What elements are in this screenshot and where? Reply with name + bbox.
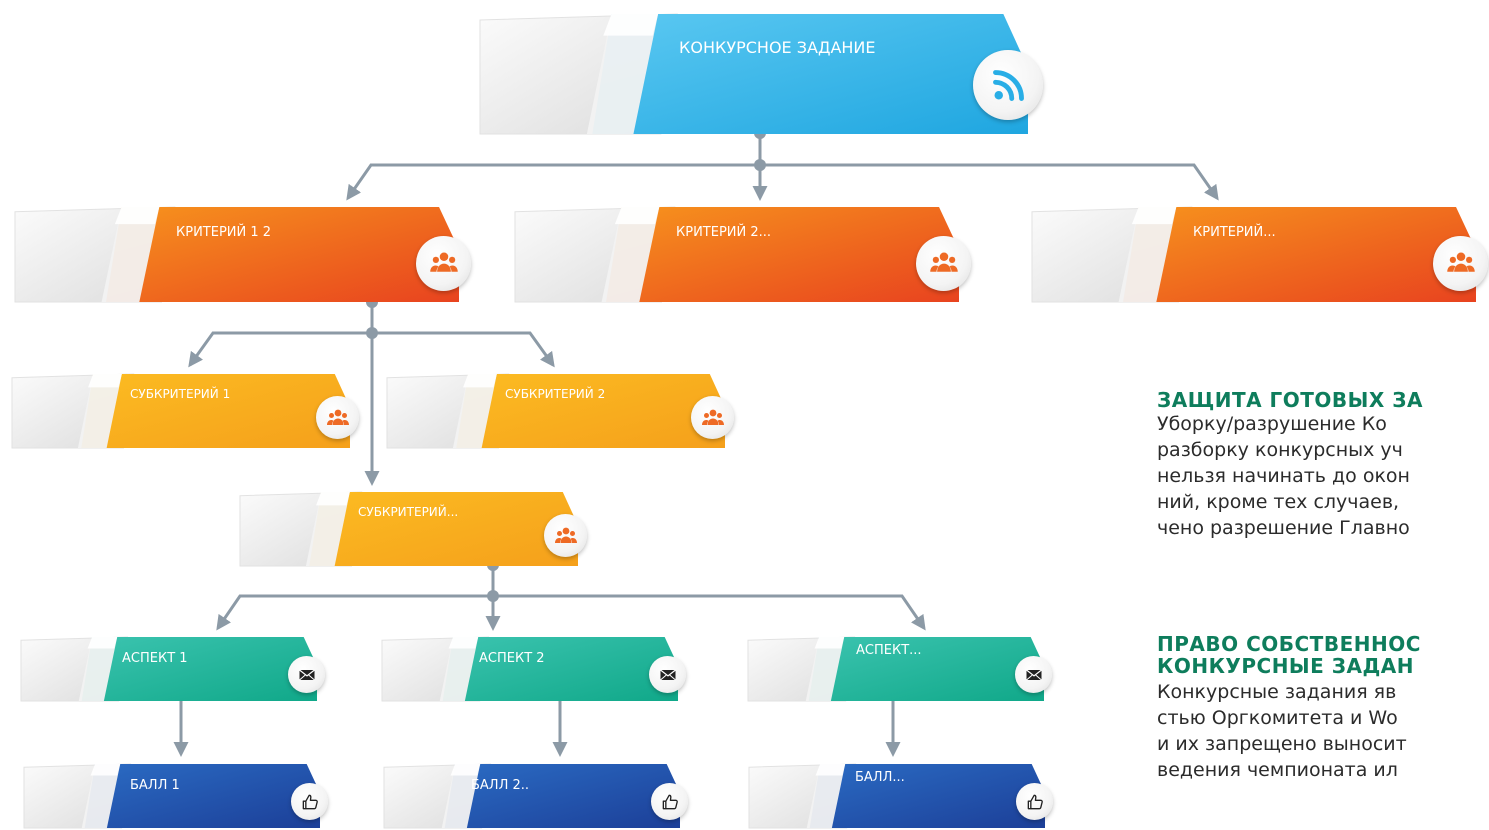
- node-label: КОНКУРСНОЕ ЗАДАНИЕ: [679, 38, 876, 57]
- section-line: и их запрещено выносит: [1157, 733, 1407, 755]
- people-icon: [1446, 248, 1476, 278]
- node-label: АСПЕКТ 1: [122, 651, 188, 666]
- section-line: разборку конкурсных уч: [1157, 439, 1403, 461]
- node-label: АСПЕКТ...: [856, 643, 922, 658]
- people-icon: [326, 406, 350, 430]
- node-badge: [1433, 235, 1489, 291]
- node-badge: [416, 235, 472, 291]
- people-icon: [554, 524, 578, 548]
- envelope-icon: [297, 665, 317, 685]
- section-line: Конкурсные задания яв: [1157, 681, 1397, 703]
- node-badge: [1015, 656, 1053, 694]
- node-shape: [747, 636, 1044, 702]
- people-icon: [929, 248, 959, 278]
- node-sub2: СУБКРИТЕРИЙ 2: [386, 373, 735, 449]
- node-shape: [383, 763, 680, 829]
- envelope-icon: [658, 665, 678, 685]
- node-ball3: БАЛЛ...: [748, 763, 1054, 829]
- node-asp3: АСПЕКТ...: [747, 636, 1053, 702]
- node-badge: [916, 235, 972, 291]
- rss-icon: [989, 66, 1028, 105]
- node-asp1: АСПЕКТ 1: [20, 636, 326, 702]
- node-shape: [23, 763, 321, 829]
- node-label: КРИТЕРИЙ 2...: [676, 225, 772, 240]
- people-icon: [429, 248, 459, 278]
- node-crit1: КРИТЕРИЙ 1 2: [14, 206, 472, 303]
- node-badge: [1016, 783, 1054, 821]
- node-label: КРИТЕРИЙ...: [1193, 225, 1276, 240]
- section-line: Уборку/разрушение Ко: [1157, 413, 1387, 435]
- node-badge: [649, 656, 687, 694]
- node-badge: [316, 396, 360, 440]
- node-label: АСПЕКТ 2: [479, 651, 545, 666]
- node-label: КРИТЕРИЙ 1 2: [176, 225, 272, 240]
- envelope-icon: [1024, 665, 1044, 685]
- node-shape: [20, 636, 318, 702]
- thumbs-up-icon: [300, 792, 320, 812]
- side-section-protection: ЗАЩИТА ГОТОВЫХ ЗА Уборку/разрушение Ко р…: [1157, 389, 1489, 541]
- side-section-ownership: ПРАВО СОБСТВЕННОС КОНКУРСНЫЕ ЗАДАН Конку…: [1157, 633, 1489, 783]
- section-line: нельзя начинать до окон: [1157, 465, 1410, 487]
- node-shape: [386, 373, 725, 449]
- section-title: КОНКУРСНЫЕ ЗАДАН: [1157, 654, 1414, 678]
- node-badge: [651, 783, 689, 821]
- section-title: ПРАВО СОБСТВЕННОС: [1157, 633, 1421, 656]
- node-shape: [479, 13, 1028, 135]
- node-root: КОНКУРСНОЕ ЗАДАНИЕ: [479, 13, 1044, 135]
- section-line: ведения чемпионата ил: [1157, 759, 1398, 781]
- node-label: СУБКРИТЕРИЙ...: [358, 505, 459, 519]
- node-label: БАЛЛ 2..: [471, 778, 530, 793]
- node-label: СУБКРИТЕРИЙ 2: [505, 387, 606, 401]
- section-title: ЗАЩИТА ГОТОВЫХ ЗА: [1157, 389, 1423, 412]
- node-label: БАЛЛ 1: [130, 778, 180, 793]
- node-shape: [381, 636, 678, 702]
- node-label: СУБКРИТЕРИЙ 1: [130, 387, 231, 401]
- node-crit3: КРИТЕРИЙ...: [1031, 206, 1489, 303]
- node-crit2: КРИТЕРИЙ 2...: [514, 206, 972, 303]
- section-line: стью Оргкомитета и Wo: [1157, 707, 1398, 729]
- node-shape: [14, 206, 460, 303]
- node-badge: [291, 783, 329, 821]
- node-sub3: СУБКРИТЕРИЙ...: [239, 491, 588, 567]
- node-shape: [11, 373, 350, 449]
- node-ball2: БАЛЛ 2..: [383, 763, 689, 829]
- thumbs-up-icon: [1025, 792, 1045, 812]
- node-sub1: СУБКРИТЕРИЙ 1: [11, 373, 360, 449]
- node-shape: [514, 206, 959, 303]
- section-line: чено разрешение Главно: [1157, 517, 1410, 539]
- people-icon: [701, 406, 725, 430]
- node-ball1: БАЛЛ 1: [23, 763, 329, 829]
- node-shape: [239, 491, 578, 567]
- section-line: ний, кроме тех случаев,: [1157, 491, 1400, 513]
- thumbs-up-icon: [660, 792, 680, 812]
- node-shape: [748, 763, 1045, 829]
- node-badge: [544, 514, 588, 558]
- node-badge: [973, 50, 1044, 120]
- node-badge: [288, 656, 326, 694]
- node-asp2: АСПЕКТ 2: [381, 636, 687, 702]
- node-label: БАЛЛ...: [855, 770, 905, 785]
- node-badge: [691, 396, 735, 440]
- node-shape: [1031, 206, 1476, 303]
